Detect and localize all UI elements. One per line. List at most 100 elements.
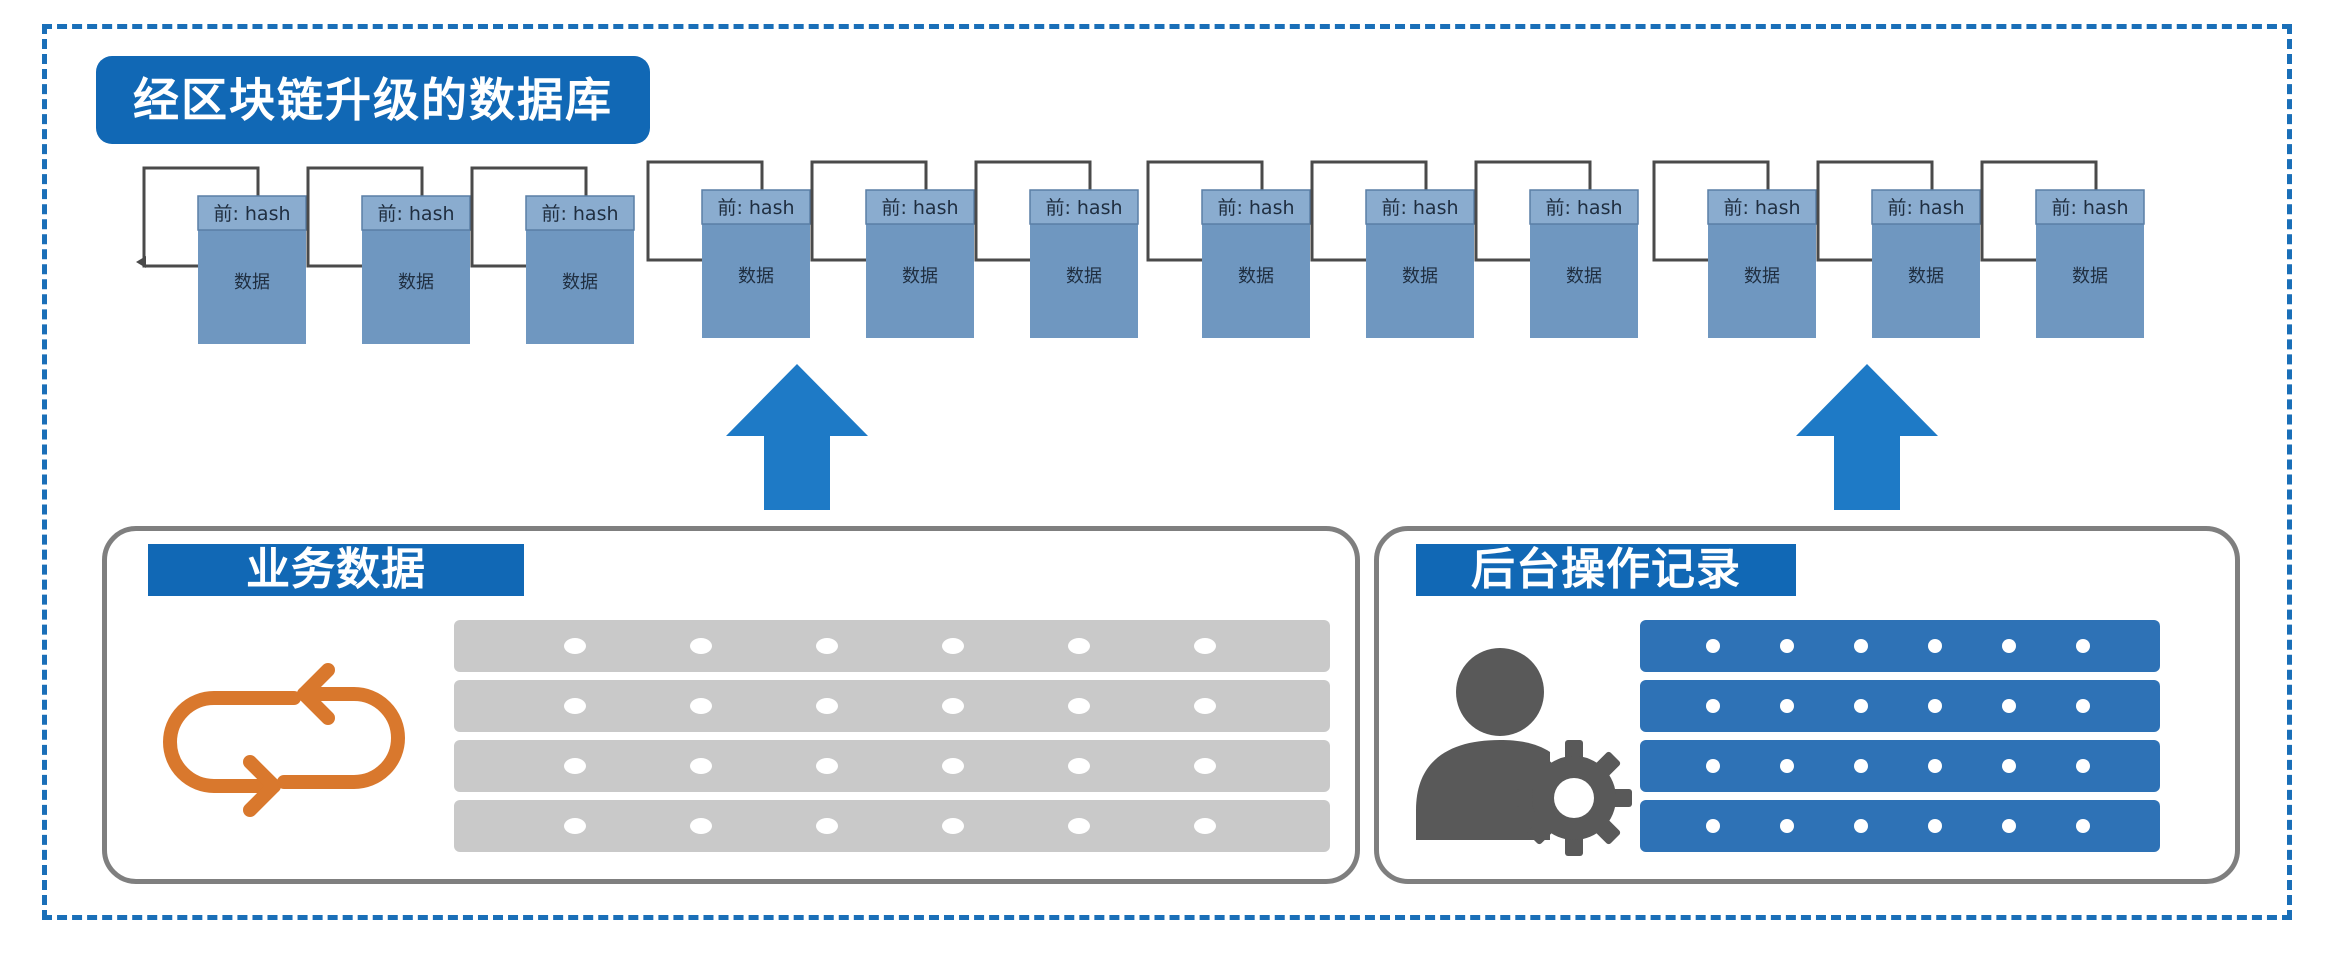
block-header: [525, 195, 635, 231]
row-dot: [1780, 639, 1794, 653]
chain-link: [1816, 160, 1934, 262]
data-row: [1640, 620, 2160, 672]
row-dot: [2076, 639, 2090, 653]
row-dot: [942, 698, 964, 714]
row-dot: [942, 758, 964, 774]
row-dot: [1780, 699, 1794, 713]
row-dot: [2002, 699, 2016, 713]
block-header-label: 前: hash: [881, 197, 958, 219]
business-data-label: 业务数据: [148, 544, 524, 596]
row-dot: [1928, 759, 1942, 773]
block-body-label: 数据: [398, 272, 434, 293]
chain-link: [306, 166, 424, 268]
block-header: [1201, 189, 1311, 225]
chain-link: [646, 160, 764, 262]
row-dot: [1068, 638, 1090, 654]
chain-link: [1146, 160, 1264, 262]
row-dot: [1194, 758, 1216, 774]
row-dot: [1854, 819, 1868, 833]
row-dot: [2076, 699, 2090, 713]
row-dot: [1928, 639, 1942, 653]
database-frame: [42, 24, 2292, 920]
block-body-label: 数据: [1402, 266, 1438, 287]
sync-arrows-icon: [163, 663, 405, 817]
row-dot: [1194, 818, 1216, 834]
block-header: [197, 195, 307, 231]
row-dot: [2002, 639, 2016, 653]
block-body-label: 数据: [738, 266, 774, 287]
block-body-label: 数据: [1908, 266, 1944, 287]
row-dot: [1854, 759, 1868, 773]
block-header: [701, 189, 811, 225]
row-dot: [816, 758, 838, 774]
block-header-label: 前: hash: [377, 203, 454, 225]
data-row: [1640, 740, 2160, 792]
block-header-label: 前: hash: [541, 203, 618, 225]
row-dot: [2076, 759, 2090, 773]
row-dot: [2002, 819, 2016, 833]
up-arrow-right: [1796, 364, 1938, 510]
row-dot: [1854, 699, 1868, 713]
block-body-label: 数据: [2072, 266, 2108, 287]
row-dot: [1068, 818, 1090, 834]
data-row: [454, 620, 1330, 672]
row-dot: [1928, 699, 1942, 713]
block-header: [1029, 189, 1139, 225]
user-gear-icon: [1416, 648, 1632, 856]
block-header-label: 前: hash: [1723, 197, 1800, 219]
data-row: [1640, 680, 2160, 732]
block-header: [361, 195, 471, 231]
row-dot: [942, 818, 964, 834]
block-header: [1529, 189, 1639, 225]
block-header-label: 前: hash: [1217, 197, 1294, 219]
row-dot: [1706, 699, 1720, 713]
row-dot: [1194, 698, 1216, 714]
row-dot: [1068, 758, 1090, 774]
block-header-label: 前: hash: [1887, 197, 1964, 219]
chain-link: [1652, 160, 1770, 262]
backend-records-label: 后台操作记录: [1416, 544, 1796, 596]
row-dot: [564, 758, 586, 774]
row-dot: [690, 698, 712, 714]
block-header: [1365, 189, 1475, 225]
row-dot: [942, 638, 964, 654]
row-dot: [1928, 819, 1942, 833]
row-dot: [1068, 698, 1090, 714]
row-dot: [2002, 759, 2016, 773]
data-row: [454, 680, 1330, 732]
chain-link: [142, 166, 260, 268]
chain-start-arrowhead: [136, 256, 146, 268]
chain-link: [1474, 160, 1592, 262]
row-dot: [690, 638, 712, 654]
row-dot: [690, 818, 712, 834]
block-header: [1707, 189, 1817, 225]
chain-link: [1980, 160, 2098, 262]
row-dot: [690, 758, 712, 774]
block-header-label: 前: hash: [1545, 197, 1622, 219]
block-header-label: 前: hash: [1045, 197, 1122, 219]
chain-link: [810, 160, 928, 262]
row-dot: [1854, 639, 1868, 653]
row-dot: [564, 638, 586, 654]
up-arrow-left: [726, 364, 868, 510]
row-dot: [2076, 819, 2090, 833]
data-row: [1640, 800, 2160, 852]
row-dot: [1706, 639, 1720, 653]
block-body-label: 数据: [1566, 266, 1602, 287]
row-dot: [1194, 638, 1216, 654]
row-dot: [564, 698, 586, 714]
block-body-label: 数据: [1744, 266, 1780, 287]
row-dot: [1706, 819, 1720, 833]
block-header: [1871, 189, 1981, 225]
row-dot: [816, 638, 838, 654]
row-dot: [1780, 819, 1794, 833]
block-body-label: 数据: [234, 272, 270, 293]
chain-link: [1310, 160, 1428, 262]
block-header: [865, 189, 975, 225]
row-dot: [816, 818, 838, 834]
block-body-label: 数据: [1066, 266, 1102, 287]
block-body-label: 数据: [562, 272, 598, 293]
block-header-label: 前: hash: [213, 203, 290, 225]
row-dot: [564, 818, 586, 834]
block-header-label: 前: hash: [1381, 197, 1458, 219]
